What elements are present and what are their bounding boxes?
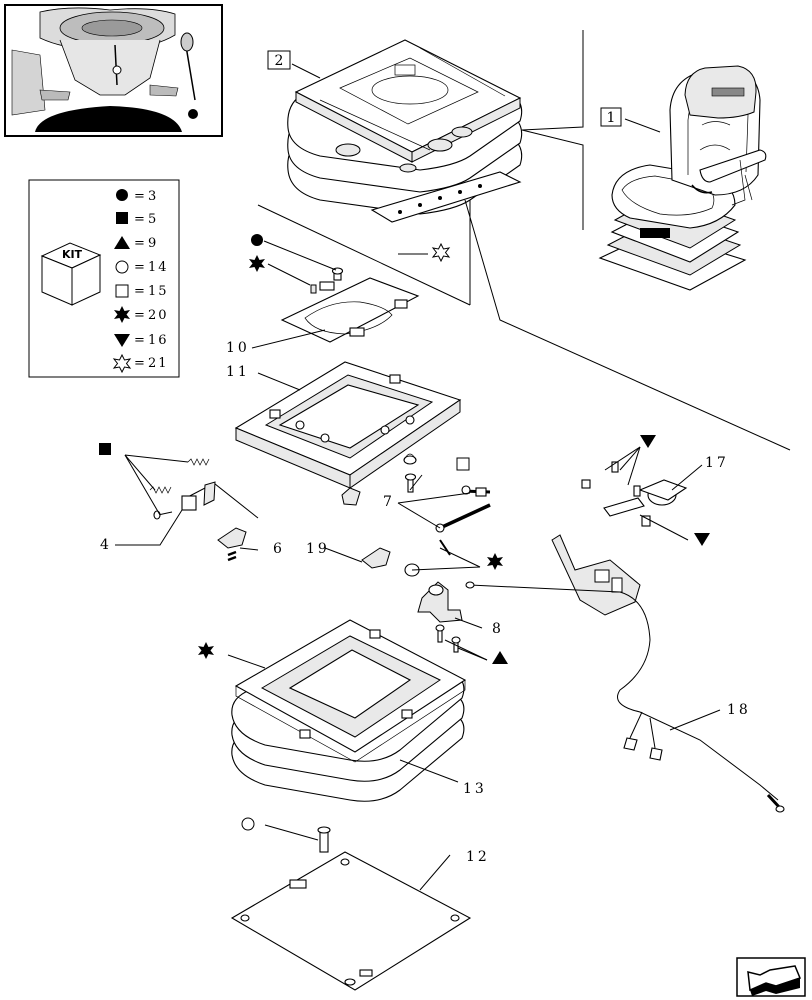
callout-1: 1 [607, 110, 616, 126]
svg-text:=: = [134, 356, 147, 371]
arrow-icon[interactable] [736, 957, 806, 997]
kit-legend: KIT = 3 = 5 = 9 = 14 = 15 = [28, 179, 180, 378]
seat-pan [231, 619, 467, 853]
filled-star-marker [249, 255, 265, 272]
svg-text:=: = [134, 308, 147, 323]
legend-row-open-square: = 15 [115, 284, 169, 299]
open-square-icon [115, 284, 129, 298]
svg-text:=: = [134, 212, 147, 227]
legend-value: 20 [148, 308, 169, 323]
callout-11: 11 [226, 364, 250, 380]
legend-value: 21 [148, 356, 169, 371]
legend-value: 5 [148, 212, 158, 227]
suspension-unit [287, 39, 523, 223]
gas-spring [404, 473, 491, 533]
legend-row-filled-triangle-up: = 9 [114, 236, 158, 251]
kit-box-icon: KIT [40, 242, 102, 306]
open-star-marker [432, 243, 450, 262]
filled-square-icon [116, 212, 128, 224]
legend-row-filled-circle: = 3 [116, 189, 158, 204]
svg-text:=: = [134, 284, 147, 299]
legend-row-open-star: = 21 [113, 354, 169, 373]
callout-17: 17 [705, 455, 729, 471]
open-square-marker [456, 457, 470, 471]
legend-value: 14 [148, 260, 169, 275]
legend-value: 16 [148, 333, 169, 348]
callout-box-1 [600, 107, 622, 127]
svg-text:=: = [134, 333, 147, 348]
callout-box-2 [267, 50, 291, 70]
adjust-lever [149, 458, 259, 520]
legend-row-filled-square: = 5 [116, 212, 158, 227]
filled-triangle-down-marker [640, 435, 656, 448]
legend-value: 3 [148, 189, 158, 204]
callout-13: 13 [463, 781, 487, 797]
filled-triangle-up-marker [492, 651, 508, 664]
filled-star-marker [198, 642, 214, 659]
callout-6: 6 [273, 541, 285, 557]
filled-square-marker [99, 443, 111, 455]
open-circle-marker [241, 817, 255, 831]
switch-cable [465, 461, 785, 813]
callout-18: 18 [727, 702, 751, 718]
kit-label: KIT [62, 248, 83, 261]
svg-text:=: = [134, 189, 147, 204]
svg-text:=: = [134, 236, 147, 251]
callout-7: 7 [383, 494, 395, 510]
callout-19: 19 [306, 541, 330, 557]
open-circle-icon [115, 260, 129, 274]
legend-row-filled-triangle-down: = 16 [114, 333, 169, 348]
seat-assembly [598, 65, 767, 291]
top-plate [280, 267, 420, 343]
legend-value: 9 [148, 236, 158, 251]
pivot-bracket [404, 539, 463, 653]
slide-guide [217, 527, 391, 569]
callout-10: 10 [226, 340, 250, 356]
filled-triangle-down-marker [694, 533, 710, 546]
filled-star-marker [487, 553, 503, 570]
tractor-cab-thumbnail [4, 4, 223, 137]
legend-value: 15 [148, 284, 169, 299]
callout-8: 8 [492, 621, 504, 637]
callout-2: 2 [275, 53, 284, 69]
callout-labels: 2 1 10 11 4 6 19 7 8 17 18 13 12 [100, 50, 751, 865]
callout-12: 12 [466, 849, 490, 865]
leader-lines [115, 30, 791, 891]
slide-frame [234, 361, 462, 506]
filled-circle-marker [251, 234, 263, 246]
callout-4: 4 [100, 537, 112, 553]
bottom-plate [230, 851, 472, 991]
svg-text:=: = [134, 260, 147, 275]
filled-circle-icon [116, 189, 128, 201]
legend-row-filled-star: = 20 [114, 306, 169, 323]
legend-row-open-circle: = 14 [115, 260, 169, 275]
